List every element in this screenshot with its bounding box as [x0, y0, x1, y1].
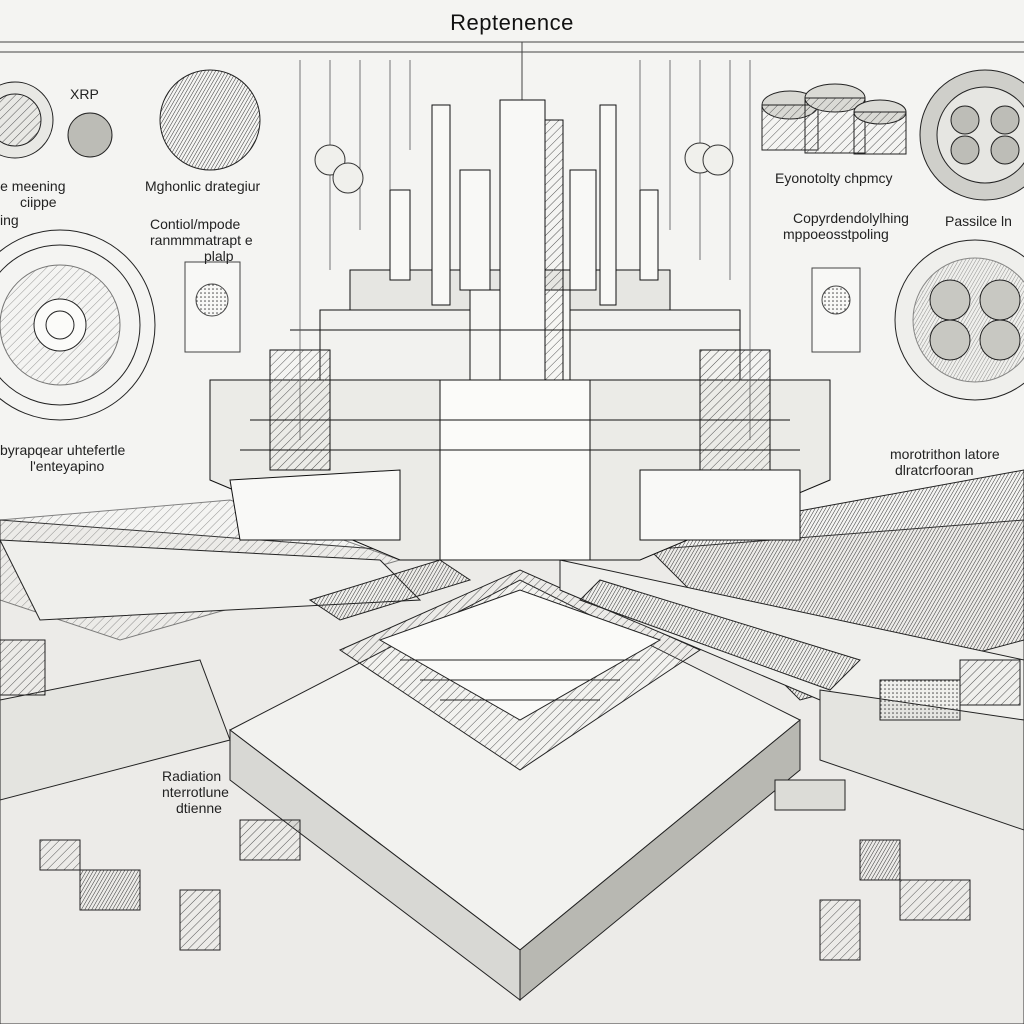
lower-machinery [0, 639, 1021, 961]
rammate-label: ranmmmatrapt e [150, 232, 253, 248]
top-left-spheres [0, 69, 261, 171]
lower-right-label-2: dlratcrfooran [895, 462, 974, 478]
coin-stacks [761, 83, 907, 155]
poster-title: Reptenence [450, 10, 574, 35]
lower-right-label-1: morotrithon latore [890, 446, 1000, 462]
central-pyramid [229, 569, 801, 1002]
eyonotolty-label: Eyonotolty chpmcy [775, 170, 893, 186]
control-label: Contiol/mpode [150, 216, 241, 232]
right-medallion [894, 239, 1024, 401]
copyrate-label: Copyrdendolylhing [793, 210, 909, 226]
xrp-label: XRP [70, 86, 99, 102]
preportor-label: mppoeosstpoling [783, 226, 889, 242]
ing-label: ing [0, 212, 19, 228]
lanterns [314, 142, 734, 194]
radiation-label-1: Radiation [162, 768, 222, 784]
top-right-coin [919, 69, 1024, 201]
plalp-label: plalp [204, 248, 234, 264]
nighonic-label: Mghonlic drategiur [145, 178, 261, 194]
left-small-emblem [184, 261, 241, 353]
lower-left-label-1: byrapqear uhtefertle [0, 442, 126, 458]
radiation-label-3: dtienne [176, 800, 222, 816]
left-medallion [0, 229, 156, 421]
lower-left-label-2: l'enteyapino [30, 458, 105, 474]
central-tower [209, 99, 831, 561]
radiation-label-2: nterrotlune [162, 784, 229, 800]
passilion-label: Passilce ln [945, 213, 1012, 229]
tile-meaning-label: tlle meening [0, 178, 66, 194]
right-small-emblem [811, 267, 861, 353]
ciippe-label: ciippe [20, 194, 57, 210]
